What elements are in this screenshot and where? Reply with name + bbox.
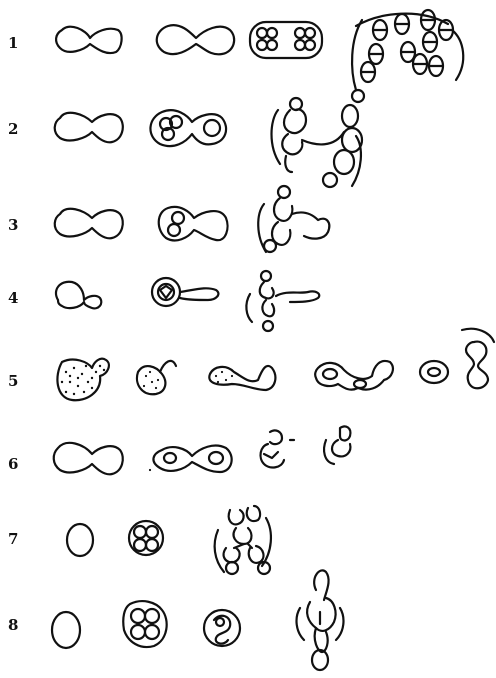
- cell-pair-budding: [56, 27, 122, 53]
- ring-cell: [420, 361, 448, 383]
- curled-figure-eight: [324, 426, 350, 464]
- round-cell: [52, 612, 80, 648]
- cell-with-four-nuclei: [129, 521, 163, 555]
- stippled-cell-elongated: [209, 366, 275, 390]
- row-6-drawings: [54, 426, 351, 474]
- round-cell: [67, 524, 93, 556]
- row-7-drawings: [67, 506, 271, 574]
- budding-branch: [258, 186, 329, 252]
- row-4-drawings: [56, 271, 319, 331]
- cell-with-small-bud: [56, 282, 101, 309]
- spore-cluster: [352, 10, 463, 90]
- branching-chain: [272, 90, 365, 187]
- row-3-drawings: [55, 186, 330, 252]
- row-2-drawings: [55, 90, 364, 187]
- curled-cell: [261, 430, 294, 467]
- cell-pair-budding: [54, 443, 123, 474]
- row-1-drawings: [56, 10, 463, 90]
- figure-eight-cell: [462, 329, 494, 389]
- cell-with-two-nuclei-pairs: [150, 110, 226, 146]
- cell-dumbbell: [157, 25, 234, 54]
- cell-with-nuclei-budding: [159, 207, 228, 241]
- cross-branch: [246, 271, 319, 331]
- cell-with-four-nuclei: [123, 601, 166, 647]
- stippled-cell-with-hook: [137, 361, 176, 394]
- vertical-segmenting-cell: [297, 570, 344, 670]
- ring-chain: [315, 361, 393, 390]
- cell-pair-budding: [55, 209, 123, 239]
- ring-cell-with-tail: [152, 278, 218, 306]
- ring-cell-with-coiled-contents: [204, 610, 240, 646]
- cell-pair-budding: [55, 113, 123, 143]
- row-5-drawings: [57, 329, 494, 401]
- branching-network: [215, 506, 271, 574]
- cell-with-four-nuclei-pairs: [250, 22, 322, 58]
- stippled-cell-with-bud: [57, 359, 108, 401]
- row-8-drawings: [52, 570, 343, 670]
- twin-ring-cells: [150, 446, 232, 472]
